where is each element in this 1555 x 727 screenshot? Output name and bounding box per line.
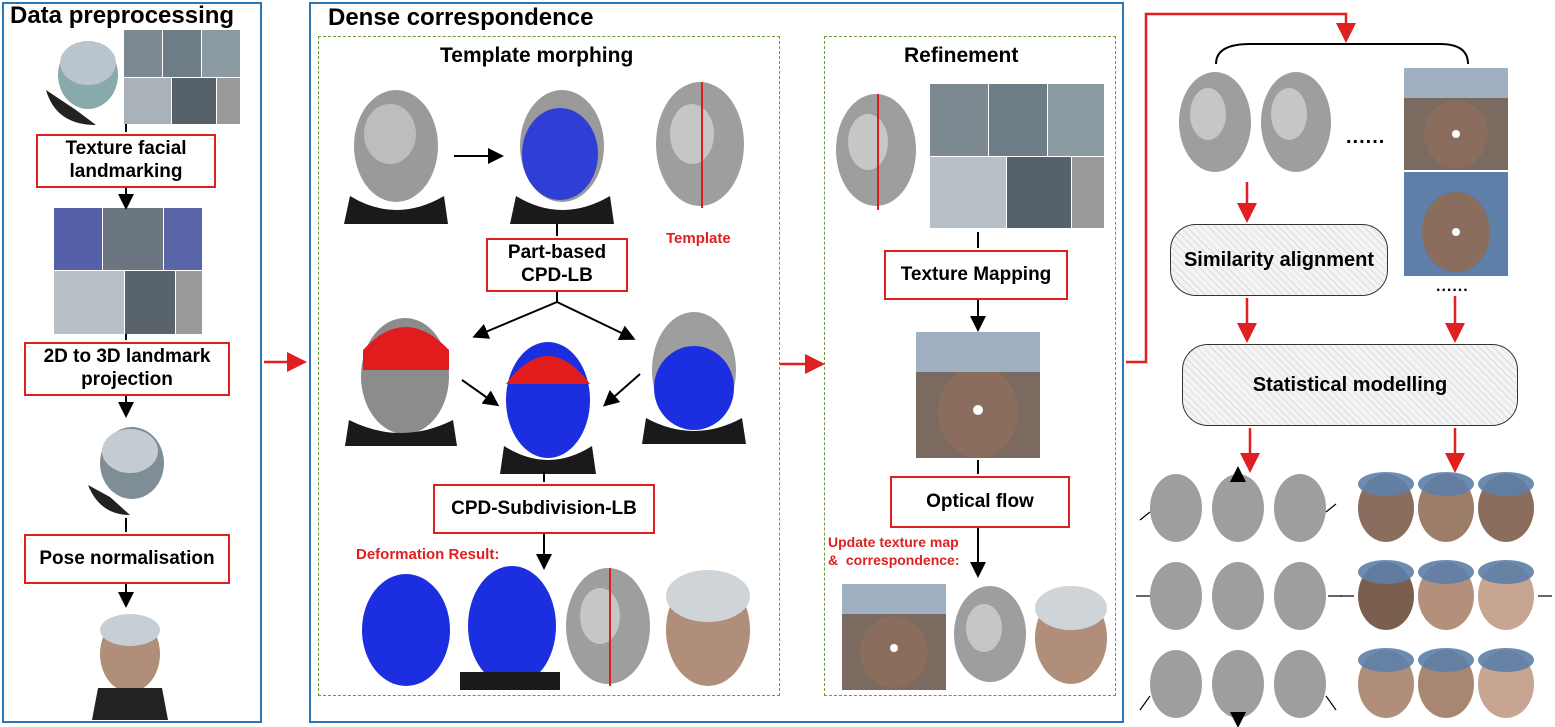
- refine-photos: [930, 84, 1104, 228]
- ellipsis-row: ......: [1346, 126, 1386, 148]
- landmarked-photos: [54, 208, 202, 334]
- input-scan-head: [344, 84, 448, 224]
- template-morphing-title: Template morphing: [440, 44, 634, 67]
- result-textured-head: [660, 566, 756, 690]
- head-part-red-side: [345, 310, 457, 446]
- similarity-alignment-box: Similarity alignment: [1170, 224, 1388, 296]
- projected-head-image: [80, 415, 180, 525]
- multiview-photos-1: [124, 30, 240, 124]
- step-cpd-subdivision-lb: CPD-Subdivision-LB: [433, 484, 655, 534]
- result-blue-mesh-front: [356, 572, 456, 690]
- normalised-head-image: [88, 608, 172, 720]
- step-texture-landmarking: Texture facial landmarking: [36, 134, 216, 188]
- head-part-combined: [500, 334, 596, 474]
- step-2d-to-3d-projection: 2D to 3D landmark projection: [24, 342, 230, 396]
- aligned-texture-map-2: [1404, 172, 1508, 276]
- updated-texture-map: [842, 584, 946, 690]
- aligned-grey-head-2: [1258, 70, 1334, 178]
- scan-head-image: [36, 30, 124, 130]
- refine-template-head: [832, 90, 920, 214]
- preprocessing-title: Data preprocessing: [10, 2, 235, 29]
- result-blue-mesh-side: [460, 562, 560, 690]
- step-optical-flow: Optical flow: [890, 476, 1070, 528]
- update-texture-label: Update texture map & correspondence:: [828, 534, 960, 568]
- step-texture-mapping: Texture Mapping: [884, 250, 1068, 300]
- preprocessing-panel: [2, 2, 262, 723]
- input-scan-blue-mesh: [510, 84, 614, 224]
- updated-textured-head: [1030, 582, 1112, 688]
- result-grey-template: [562, 566, 654, 690]
- texture-map-image: [916, 332, 1040, 458]
- template-morphing-panel: [318, 36, 780, 696]
- aligned-texture-map-1: [1404, 68, 1508, 170]
- template-head: [652, 80, 748, 210]
- dense-correspondence-panel: [309, 2, 1124, 723]
- deformation-result-label: Deformation Result:: [356, 546, 500, 563]
- statistical-modelling-box: Statistical modelling: [1182, 344, 1518, 426]
- ellipsis-col: ......: [1436, 278, 1469, 295]
- template-label: Template: [666, 230, 731, 247]
- step-part-based-cpd-lb: Part-based CPD-LB: [486, 238, 628, 292]
- shape-model-grid: [1136, 470, 1342, 724]
- refinement-title: Refinement: [904, 44, 1019, 67]
- aligned-grey-head-1: [1176, 70, 1254, 178]
- step-pose-normalisation: Pose normalisation: [24, 534, 230, 584]
- head-part-blue-face: [642, 306, 746, 444]
- texture-model-grid: [1340, 470, 1552, 724]
- dense-correspondence-title: Dense correspondence: [328, 4, 594, 31]
- updated-grey-head: [950, 582, 1030, 688]
